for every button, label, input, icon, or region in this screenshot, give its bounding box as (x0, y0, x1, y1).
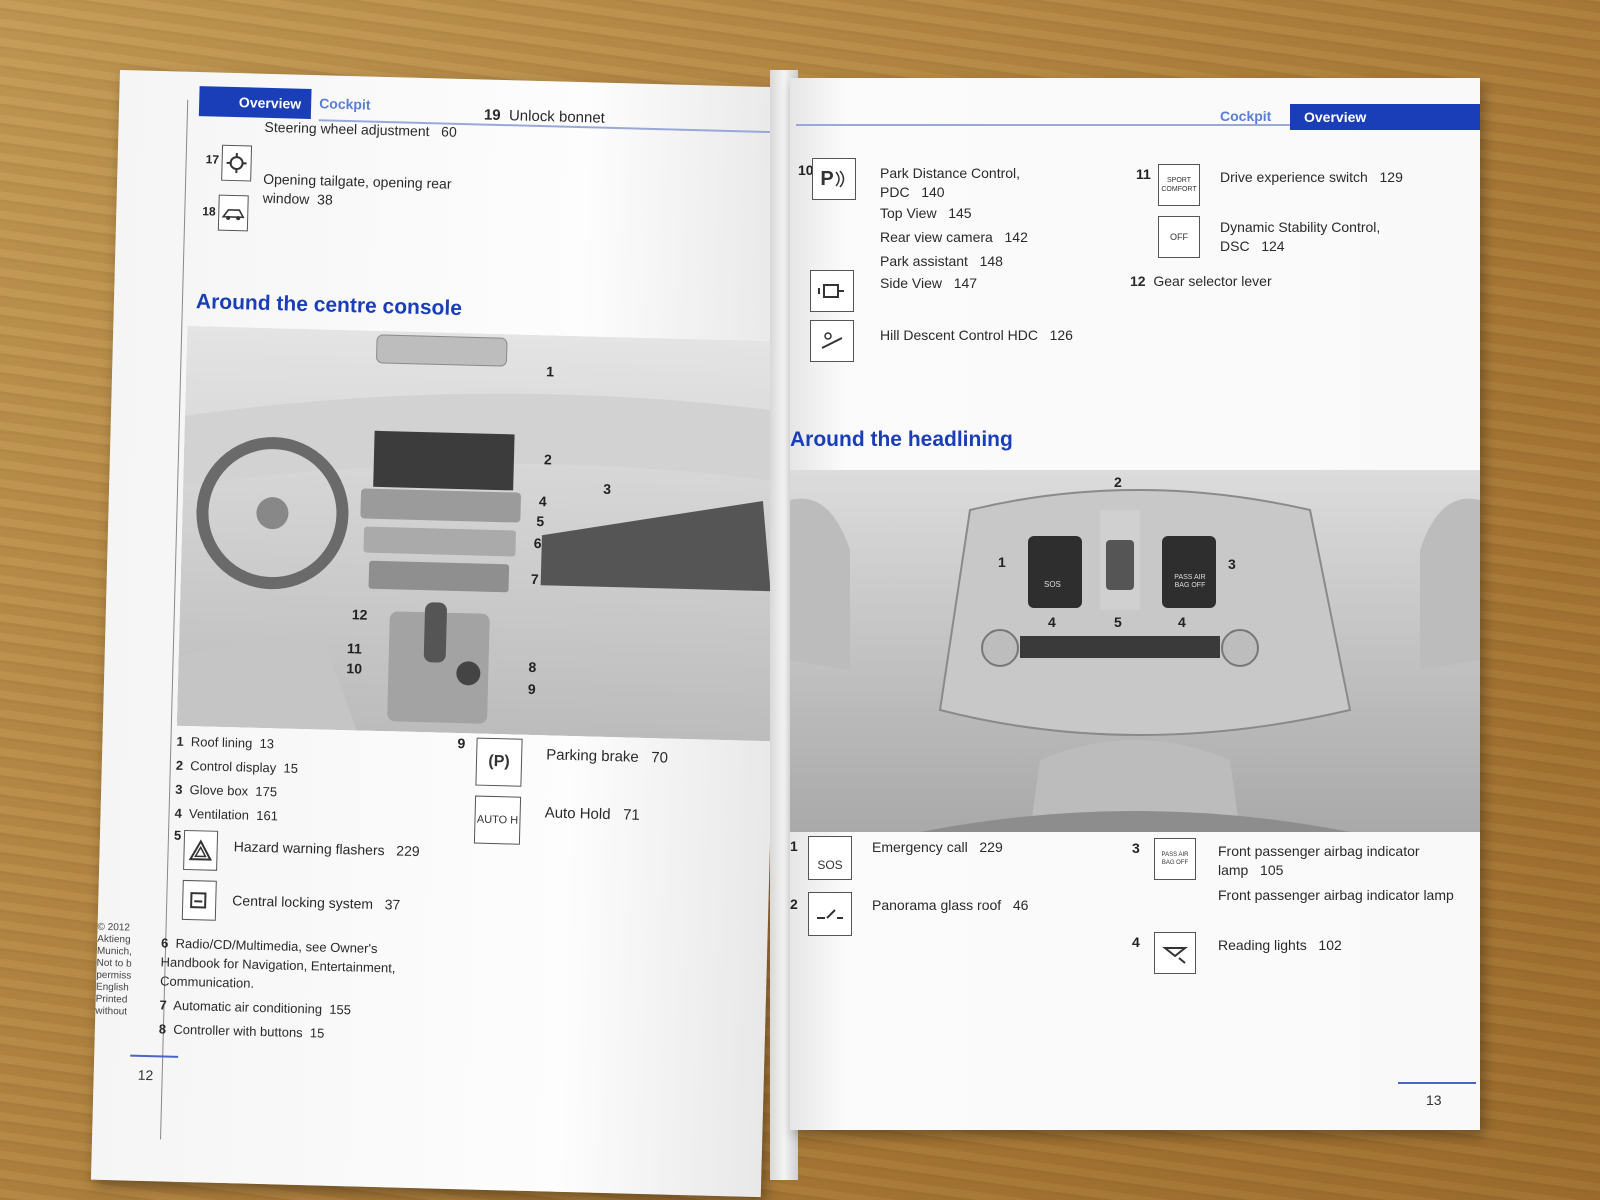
emergency-call-label: Emergency call 229 (872, 839, 1003, 855)
tab-overview[interactable]: Overview (198, 86, 312, 120)
list-item-6: 6 Radio/CD/Multimedia, see Owner's Handb… (159, 935, 396, 991)
photo-callout-11: 11 (346, 640, 362, 657)
photo-callout-12: 12 (351, 606, 368, 623)
airbag-indicator-label-2: Front passenger airbag indicator lamp (1218, 887, 1454, 903)
dsc-label: Dynamic Stability Control, DSC 124 (1220, 219, 1381, 254)
headlining-callout-1: 1 (998, 554, 1006, 570)
central-locking-icon (181, 879, 217, 921)
auto-hold-label: Auto Hold 71 (544, 804, 640, 824)
headlining-photo: 1 2 3 4 5 4 SOS PASS AIR BAG OFF (790, 470, 1480, 832)
panorama-roof-icon (808, 892, 852, 936)
headlining-item-3-number: 3 (1132, 840, 1140, 856)
pdc-label: Park Distance Control, PDC 140 (880, 165, 1021, 200)
item-18-number: 18 (202, 204, 216, 219)
central-locking-label: Central locking system 37 (232, 892, 401, 913)
footer-rule-left (130, 1054, 179, 1058)
photo-callout-9: 9 (527, 680, 536, 698)
hazard-triangle-icon (183, 829, 219, 871)
photo-callout-3: 3 (602, 480, 612, 497)
photo-callout-7: 7 (530, 570, 539, 588)
list-item-3: 3 Glove box 175 (174, 781, 278, 800)
headlining-item-2-number: 2 (790, 896, 798, 912)
airbag-indicator-icon: PASS AIR BAG OFF (1154, 838, 1196, 880)
headlining-callout-5: 5 (1114, 614, 1122, 630)
hazard-flashers-label: Hazard warning flashers 229 (233, 838, 420, 860)
item-12: 12 Gear selector lever (1130, 273, 1272, 289)
headlining-item-1-number: 1 (790, 838, 798, 854)
tab-cockpit[interactable]: Cockpit (318, 95, 371, 113)
tab-cockpit-right[interactable]: Cockpit (1220, 108, 1272, 124)
item-17-number: 17 (205, 152, 220, 167)
photo-callout-6: 6 (533, 534, 542, 552)
pdc-icon: P (812, 158, 856, 200)
headlining-callout-4b: 4 (1178, 614, 1186, 630)
photo-callout-4: 4 (538, 493, 547, 510)
parking-brake-icon: (P) (475, 737, 523, 787)
tab-overview-right[interactable]: Overview (1290, 104, 1480, 130)
list-item-2: 2 Control display 15 (175, 757, 299, 776)
hdc-icon (810, 320, 854, 362)
centre-console-photo: 1 2 3 4 5 6 7 8 9 10 11 12 (176, 325, 784, 742)
right-page: Cockpit Overview 10 P Park Distance Cont… (790, 78, 1480, 1130)
item-17-label: Steering wheel adjustment 60 (264, 118, 457, 140)
headlining-callout-2: 2 (1114, 474, 1122, 490)
auto-hold-icon: AUTO H (473, 795, 522, 845)
list-item-7: 7 Automatic air conditioning 155 (159, 997, 352, 1018)
tailgate-icon (217, 194, 249, 232)
photo-callout-10: 10 (346, 660, 363, 677)
top-view-label: Top View 145 (880, 205, 972, 221)
hdc-label: Hill Descent Control HDC 126 (880, 327, 1073, 343)
photo-callout-2: 2 (543, 451, 552, 468)
photo-callout-1: 1 (546, 363, 555, 380)
item-10-number: 10 (798, 162, 814, 178)
section-title-headlining: Around the headlining (790, 428, 1013, 451)
photo-callout-5: 5 (536, 513, 545, 530)
dsc-off-icon: OFF (1158, 216, 1200, 258)
reading-lights-label: Reading lights 102 (1218, 937, 1342, 953)
overhead-sos-label: SOS (1044, 580, 1061, 589)
footer-rule-right (1398, 1082, 1476, 1084)
photo-callout-8: 8 (528, 658, 537, 676)
panorama-roof-label: Panorama glass roof 46 (872, 897, 1029, 913)
list-item-1: 1 Roof lining 13 (176, 733, 275, 752)
item-19: 19 Unlock bonnet (483, 106, 606, 127)
side-view-label: Side View 147 (880, 275, 978, 291)
steering-adjust-icon (221, 144, 253, 182)
list-item-4: 4 Ventilation 161 (174, 805, 279, 824)
item-18-label: Opening tailgate, opening rear window 38 (262, 170, 452, 208)
headlining-callout-3: 3 (1228, 556, 1236, 572)
item-9-number: 9 (457, 735, 466, 752)
item-11-number: 11 (1136, 166, 1151, 182)
header-rule-right (796, 124, 1480, 126)
list-item-8: 8 Controller with buttons 15 (158, 1021, 325, 1041)
section-title-centre-console: Around the centre console (195, 290, 463, 321)
headlining-item-4-number: 4 (1132, 934, 1140, 950)
page-number-left: 12 (137, 1066, 154, 1084)
reading-light-icon (1154, 932, 1196, 974)
park-assistant-label: Park assistant 148 (880, 253, 1003, 269)
left-page: Overview Cockpit 17 Steering wheel adjus… (90, 70, 790, 1198)
airbag-indicator-label: Front passenger airbag indicator lamp 10… (1218, 843, 1420, 878)
headlining-callout-4a: 4 (1048, 614, 1056, 630)
side-view-icon (810, 270, 854, 312)
overhead-airbag-label: PASS AIR BAG OFF (1174, 574, 1206, 589)
emergency-call-icon: SOS (808, 836, 852, 880)
rear-camera-label: Rear view camera 142 (880, 229, 1028, 245)
item-5-number: 5 (173, 827, 182, 843)
page-number-right: 13 (1426, 1092, 1442, 1108)
drive-experience-label: Drive experience switch 129 (1220, 169, 1403, 185)
parking-brake-label: Parking brake 70 (545, 746, 669, 767)
drive-experience-icon: SPORT COMFORT (1158, 164, 1200, 206)
